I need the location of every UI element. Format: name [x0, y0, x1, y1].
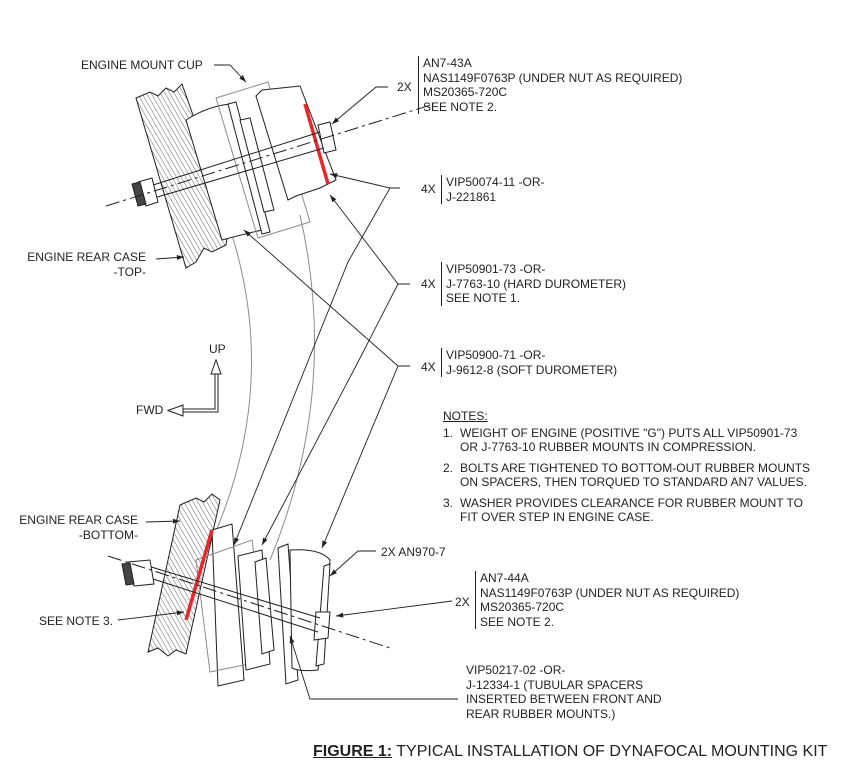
note-item: 3. WASHER PROVIDES CLEARANCE FOR RUBBER …	[443, 495, 803, 525]
figure-title: TYPICAL INSTALLATION OF DYNAFOCAL MOUNTI…	[392, 743, 828, 760]
label-up: UP	[209, 342, 226, 356]
label-engine-mount-cup: ENGINE MOUNT CUP	[81, 58, 203, 72]
leader-lines	[117, 64, 458, 700]
callout-hard-mount: VIP50901-73 -OR- J-7763-10 (HARD DUROMET…	[441, 262, 626, 306]
bottom-mount-assembly	[107, 493, 391, 687]
callout-washer: VIP50074-11 -OR- J-221861	[441, 175, 545, 204]
callout-hard-mount-qty: 4X	[421, 277, 436, 291]
engine-case-bottom	[147, 493, 221, 657]
callout-top-bolt: AN7-43A NAS1149F0763P (UNDER NUT AS REQU…	[418, 56, 682, 114]
note-item: 2. BOLTS ARE TIGHTENED TO BOTTOM-OUT RUB…	[443, 460, 811, 490]
up-arrow-icon	[210, 358, 222, 375]
seal-washer-bottom	[184, 529, 214, 621]
callout-soft-mount: VIP50900-71 -OR- J-9612-8 (SOFT DUROMETE…	[441, 348, 617, 377]
label-engine-rear-case-bottom: ENGINE REAR CASE -BOTTOM-	[19, 513, 138, 542]
mount-ring-outline	[209, 214, 316, 561]
figure-caption: FIGURE 1: TYPICAL INSTALLATION OF DYNAFO…	[313, 743, 827, 761]
fwd-arrow-icon	[166, 404, 184, 417]
note-item: 1. WEIGHT OF ENGINE (POSITIVE "G") PUTS …	[443, 425, 798, 455]
callout-bottom-bolt-qty: 2X	[455, 595, 470, 609]
notes-header: NOTES:	[443, 409, 488, 423]
callout-soft-mount-qty: 4X	[421, 360, 436, 374]
label-see-note-3: SEE NOTE 3.	[39, 614, 114, 628]
notes-section: NOTES: 1. WEIGHT OF ENGINE (POSITIVE "G"…	[443, 409, 810, 525]
figure-number: FIGURE 1:	[313, 743, 393, 760]
callout-top-bolt-qty: 2X	[397, 80, 412, 94]
label-fwd: FWD	[136, 403, 164, 417]
callout-bottom-bolt: AN7-44A NAS1149F0763P (UNDER NUT AS REQU…	[475, 571, 739, 629]
direction-indicator	[166, 358, 222, 417]
callout-bottom-washer: 2X AN970-7	[381, 545, 446, 559]
top-mount-assembly	[105, 81, 435, 269]
seal-washer-top	[303, 103, 330, 185]
callout-spacer: VIP50217-02 -OR- J-12334-1 (TUBULAR SPAC…	[466, 663, 662, 721]
callout-washer-qty: 4X	[421, 182, 436, 196]
label-engine-rear-case-top: ENGINE REAR CASE -TOP-	[27, 250, 146, 279]
